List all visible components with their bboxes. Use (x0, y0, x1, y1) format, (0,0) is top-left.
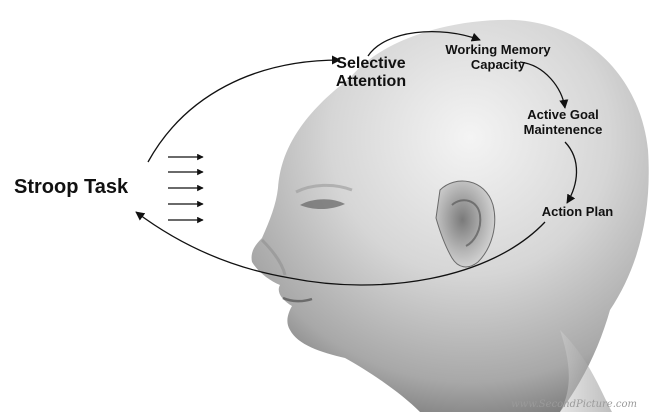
working-memory-line-2: Capacity (433, 58, 563, 73)
stroop-task-label: Stroop Task (14, 176, 128, 199)
working-memory-line-1: Working Memory (433, 43, 563, 58)
action-plan-label: Action Plan (530, 205, 625, 220)
active-goal-label: Active Goal Maintenence (513, 108, 613, 138)
selective-attention-label: Selective Attention (326, 55, 416, 92)
selective-attention-line-1: Selective (326, 55, 416, 73)
stimulus-arrows (168, 157, 203, 220)
watermark: www.SecondPicture.com (511, 399, 637, 410)
selective-attention-line-2: Attention (326, 73, 416, 91)
active-goal-line-2: Maintenence (513, 123, 613, 138)
working-memory-label: Working Memory Capacity (433, 43, 563, 73)
active-goal-line-1: Active Goal (513, 108, 613, 123)
